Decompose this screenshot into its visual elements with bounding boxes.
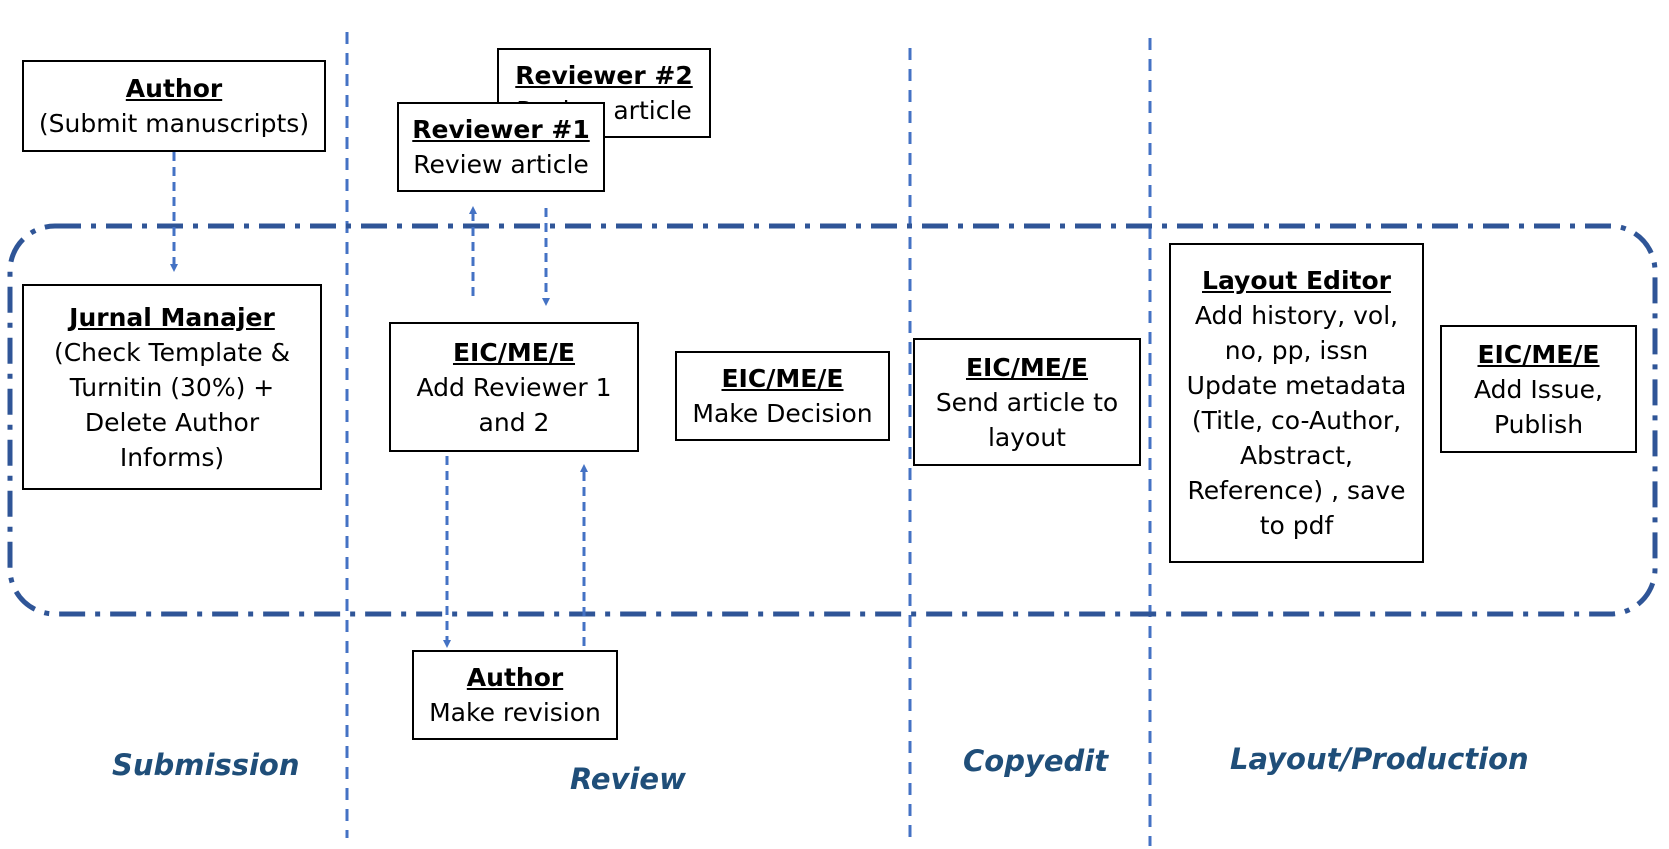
eic-decision-box: EIC/ME/E Make Decision: [675, 351, 890, 441]
phase-label-layout: Layout/Production: [1230, 742, 1529, 776]
author-submit-box: Author (Submit manuscripts): [22, 60, 326, 152]
phase-label-submission: Submission: [112, 748, 300, 782]
author-revision-box: Author Make revision: [412, 650, 618, 740]
eic-publish-title: EIC/ME/E: [1477, 339, 1600, 369]
reviewer-1-text: Review article: [413, 150, 589, 179]
phase-label-copyedit: Copyedit: [963, 744, 1109, 778]
author-submit-title: Author: [125, 74, 223, 103]
eic-publish-text: Add Issue, Publish: [1474, 374, 1603, 439]
eic-decision-title: EIC/ME/E: [721, 364, 844, 393]
eic-add-reviewer-box: EIC/ME/E Add Reviewer 1 and 2: [389, 322, 639, 452]
eic-publish-box: EIC/ME/E Add Issue, Publish: [1440, 325, 1637, 453]
eic-send-layout-text: Send article to layout: [935, 387, 1119, 452]
reviewer-2-title: Reviewer #2: [515, 61, 693, 90]
reviewer-1-box: Reviewer #1 Review article: [397, 102, 605, 192]
layout-editor-title: Layout Editor: [1202, 266, 1391, 295]
eic-decision-text: Make Decision: [692, 399, 873, 428]
reviewer-1-title: Reviewer #1: [412, 115, 590, 144]
eic-send-layout-box: EIC/ME/E Send article to layout: [913, 338, 1141, 466]
author-submit-text: (Submit manuscripts): [38, 109, 310, 138]
layout-editor-box: Layout Editor Add history, vol, no, pp, …: [1169, 243, 1424, 563]
eic-send-layout-title: EIC/ME/E: [965, 352, 1089, 382]
phase-label-review: Review: [570, 762, 686, 796]
author-revision-title: Author: [466, 663, 564, 692]
journal-manager-title: Jurnal Manajer: [69, 302, 275, 332]
layout-editor-text: Add history, vol, no, pp, issn Update me…: [1186, 301, 1407, 540]
journal-manager-box: Jurnal Manajer (Check Template & Turniti…: [22, 284, 322, 490]
eic-add-reviewer-text: Add Reviewer 1 and 2: [416, 372, 612, 437]
author-revision-text: Make revision: [429, 698, 601, 727]
eic-add-reviewer-title: EIC/ME/E: [452, 337, 576, 367]
process-boundary: [7, 223, 1658, 617]
journal-manager-text: (Check Template & Turnitin (30%) + Delet…: [53, 337, 291, 472]
